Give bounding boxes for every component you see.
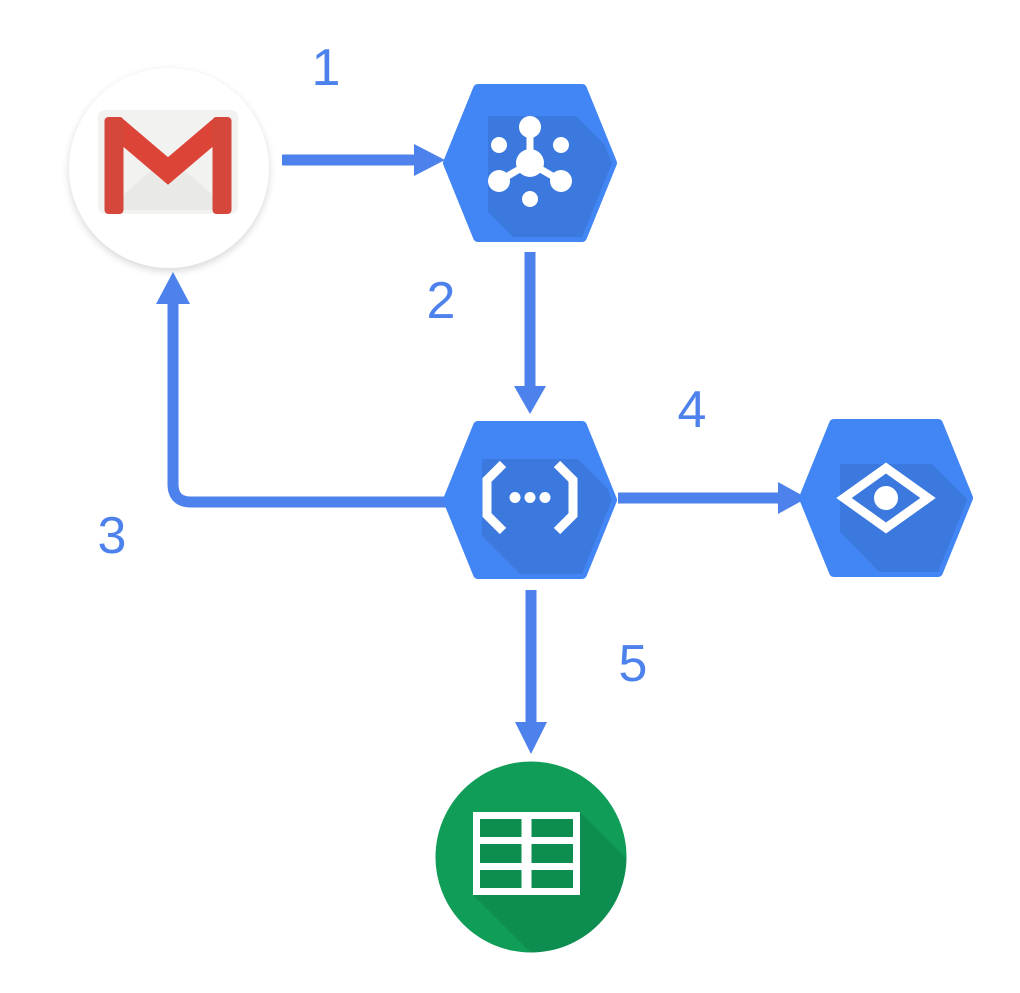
edge-3-arrow — [156, 272, 452, 508]
cloud-vision-icon — [836, 462, 936, 534]
cloud-functions-node — [443, 421, 617, 579]
google-sheets-node — [435, 761, 627, 953]
edge-1-label: 1 — [311, 39, 341, 97]
edge-5-label: 5 — [618, 635, 648, 693]
google-sheets-icon — [473, 812, 580, 895]
edge-3-label: 3 — [97, 507, 127, 565]
edge-4-arrow — [618, 482, 807, 514]
edge-2-arrow — [514, 252, 546, 414]
edge-5-arrow — [515, 590, 547, 754]
cloud-pubsub-icon — [488, 116, 572, 207]
edge-4-label: 4 — [677, 381, 707, 439]
edge-1-arrow — [282, 144, 445, 176]
cloud-vision-node — [799, 419, 973, 577]
gmail-icon — [98, 110, 238, 214]
edge-2-label: 2 — [426, 272, 456, 330]
cloud-pubsub-node — [443, 84, 617, 242]
gmail-node — [69, 68, 269, 268]
cloud-functions-icon — [482, 460, 578, 535]
